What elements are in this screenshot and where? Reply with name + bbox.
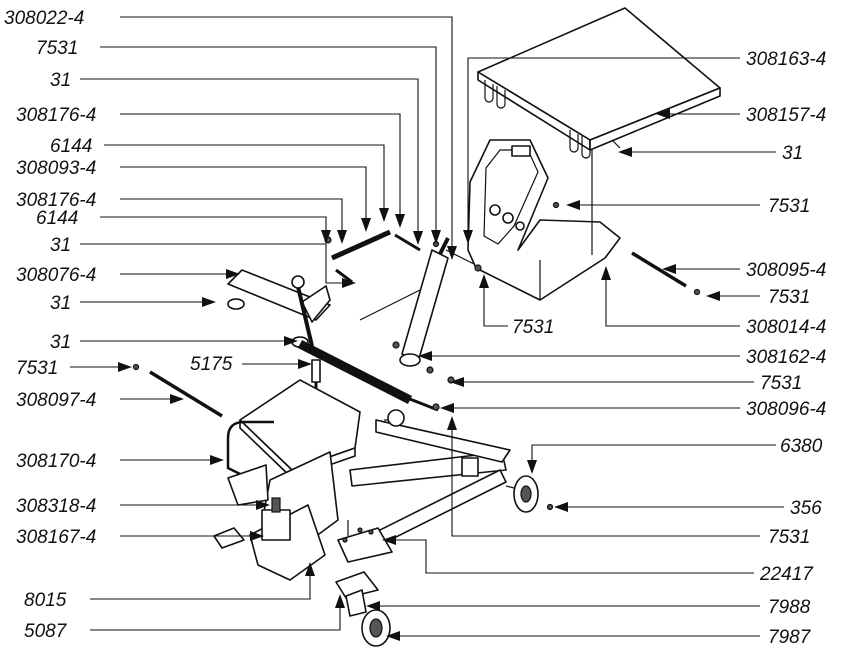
part-label: 31: [50, 293, 71, 314]
callout-22417: 22417: [382, 535, 814, 585]
callout-308162-4: 308162-4: [418, 347, 826, 368]
callout-7531-r5: 7531: [447, 416, 810, 548]
callout-7531-b: 7531: [16, 358, 132, 379]
callout-31-d: 31: [50, 332, 298, 353]
callout-7531-r2: 7531: [706, 287, 810, 308]
callout-308095-4: 308095-4: [662, 260, 826, 281]
wheel-7987: [361, 609, 391, 647]
part-label: 22417: [759, 564, 814, 585]
part-label: 7531: [16, 358, 58, 379]
callout-31-a: 31: [50, 70, 423, 245]
callout-5175: 5175: [190, 354, 312, 375]
callout-308096-4: 308096-4: [440, 399, 826, 420]
part-label: 308093-4: [16, 158, 96, 179]
callout-308076-4: 308076-4: [16, 265, 240, 286]
callout-308176-4-a: 308176-4: [16, 105, 405, 228]
callout-31-b: 31: [50, 235, 356, 288]
part-label: 5087: [24, 621, 68, 642]
part-label: 308170-4: [16, 451, 96, 472]
callout-308163-4: 308163-4: [463, 49, 826, 244]
part-label: 7987: [768, 627, 812, 648]
part-label: 356: [790, 498, 822, 519]
part-label: 7531: [768, 196, 810, 217]
callout-308170-4: 308170-4: [16, 451, 224, 472]
part-label: 31: [50, 332, 71, 353]
part-label: 31: [50, 235, 71, 256]
part-label: 308167-4: [16, 527, 96, 548]
callout-5087: 5087: [24, 594, 345, 642]
part-label: 308014-4: [746, 317, 826, 338]
callout-308167-4: 308167-4: [16, 527, 264, 548]
part-label: 8015: [24, 590, 67, 611]
callout-308014-4: 308014-4: [601, 266, 826, 338]
part-label: 31: [50, 70, 71, 91]
part-label: 7531: [36, 38, 78, 59]
callout-31-r: 31: [618, 143, 803, 164]
part-label: 308096-4: [746, 399, 826, 420]
callout-308176-4-b: 308176-4: [16, 190, 347, 244]
callout-356: 356: [554, 498, 822, 519]
chassis-frame: [349, 409, 511, 553]
callout-7531-r3: 7531: [479, 274, 554, 338]
part-label: 7988: [768, 597, 811, 618]
wheel-6380: [505, 475, 539, 513]
part-label: 308157-4: [746, 105, 826, 126]
callout-6380: 6380: [527, 436, 823, 474]
part-label: 6380: [780, 436, 823, 457]
callout-7531-a: 7531: [36, 38, 441, 244]
callout-7531-r4: 7531: [450, 373, 802, 394]
tilt-frame-308014: [467, 139, 621, 301]
part-label: 6144: [50, 136, 92, 157]
part-label: 5175: [190, 354, 233, 375]
part-label: 308076-4: [16, 265, 96, 286]
callout-8015: 8015: [24, 562, 315, 611]
parts-drawing: [132, 7, 721, 647]
part-label: 308318-4: [16, 496, 96, 517]
callout-7988: 7988: [366, 597, 811, 618]
part-label: 6144: [36, 208, 78, 229]
part-label: 308097-4: [16, 390, 96, 411]
part-label: 7531: [768, 287, 810, 308]
platform-308157: [477, 7, 721, 159]
part-label: 308176-4: [16, 105, 96, 126]
part-label: 7531: [768, 527, 810, 548]
callout-6144-a: 6144: [50, 136, 389, 222]
cylinder-308162: [392, 237, 482, 384]
callouts: 308022-4 7531 31 308176-4 6144 308093-4: [4, 8, 826, 648]
callout-308022-4: 308022-4: [4, 8, 457, 260]
callout-308318-4: 308318-4: [16, 496, 270, 517]
part-label: 308022-4: [4, 8, 84, 29]
part-label: 308176-4: [16, 190, 96, 211]
callout-6144-b: 6144: [36, 208, 331, 244]
part-label: 7531: [512, 317, 554, 338]
callout-7987: 7987: [386, 627, 812, 648]
callout-308097-4: 308097-4: [16, 390, 184, 411]
part-label: 308162-4: [746, 347, 826, 368]
part-label: 308095-4: [746, 260, 826, 281]
part-label: 31: [782, 143, 803, 164]
callout-31-c: 31: [50, 293, 216, 314]
handle-308076: [227, 269, 331, 348]
callout-7531-r1: 7531: [566, 196, 810, 217]
callout-308157-4: 308157-4: [656, 105, 826, 126]
part-label: 7531: [760, 373, 802, 394]
callout-308093-4: 308093-4: [16, 158, 371, 232]
caster-7988: [345, 589, 367, 617]
base-frame-308170: [213, 379, 361, 581]
part-label: 308163-4: [746, 49, 826, 70]
